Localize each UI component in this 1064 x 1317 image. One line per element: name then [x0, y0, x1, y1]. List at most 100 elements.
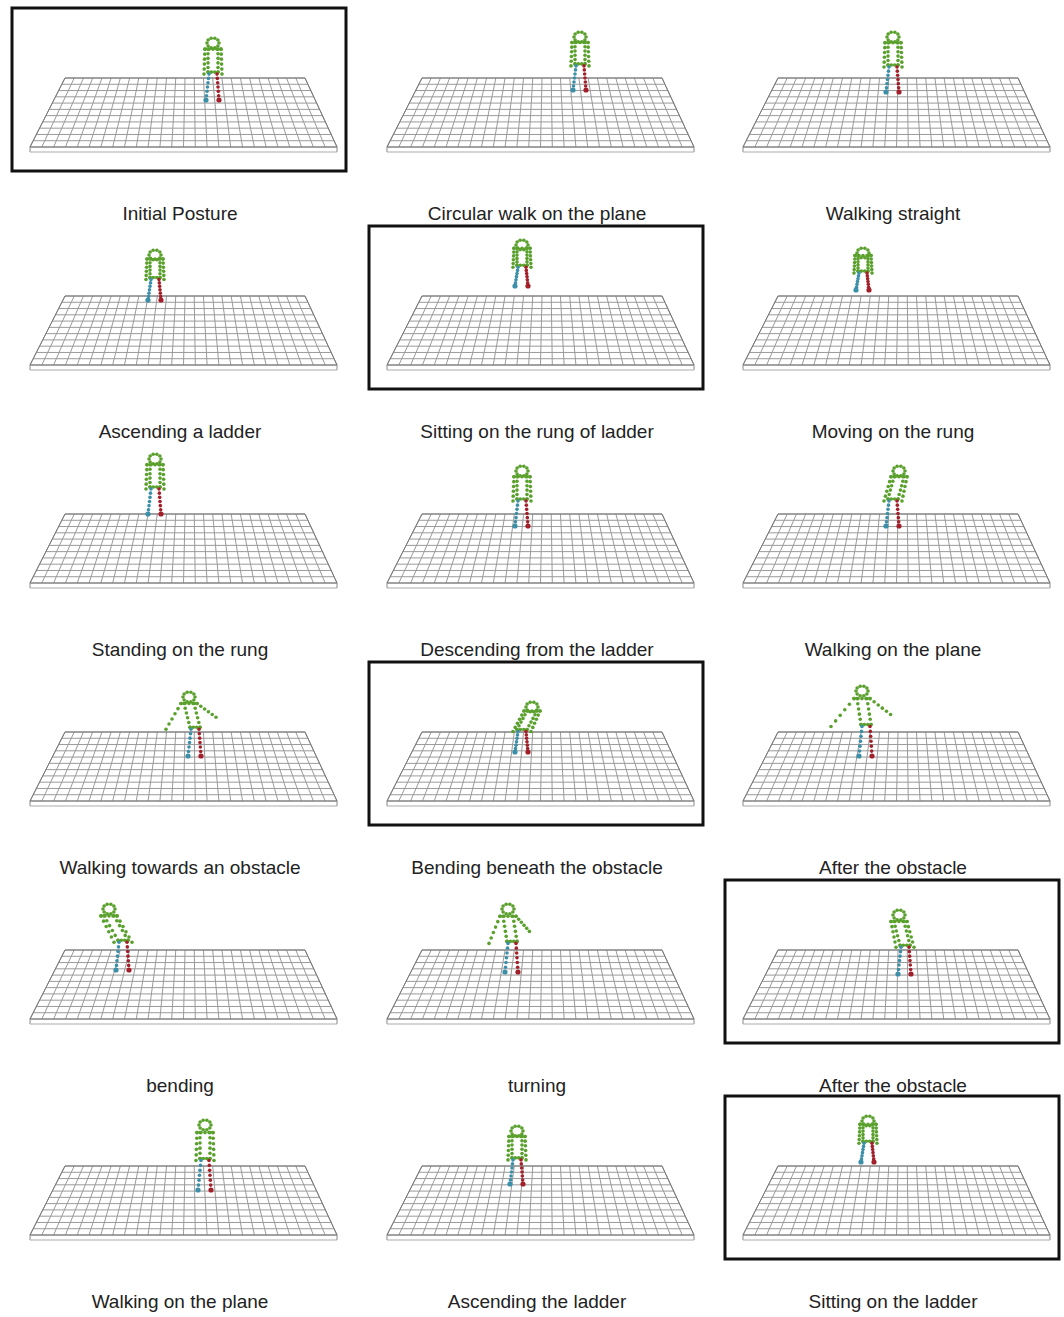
grid-line: [990, 1166, 1014, 1235]
grid-line: [570, 1166, 576, 1235]
joint-dot: [209, 1188, 213, 1192]
joint-dot: [117, 945, 121, 949]
grid-line: [551, 296, 552, 365]
joint-dot: [870, 1142, 874, 1146]
grid-line: [148, 78, 157, 147]
joint-dot: [517, 724, 521, 728]
joint-dot: [516, 965, 520, 969]
joint-dot: [858, 684, 862, 688]
grid-line: [907, 514, 908, 583]
grid-line: [570, 296, 576, 365]
grid-line: [935, 1166, 944, 1235]
grid-line: [916, 78, 920, 147]
grid-line: [194, 296, 195, 365]
joint-dot: [504, 961, 508, 965]
joint-dot: [862, 1145, 866, 1149]
joint-dot: [529, 485, 533, 489]
joint-dot: [885, 82, 889, 86]
joint-dot: [186, 754, 190, 758]
joint-dot: [527, 724, 531, 728]
grid-line: [778, 78, 805, 147]
joint-dot: [144, 274, 148, 278]
joint-dot: [513, 750, 517, 754]
grid-line: [981, 78, 1003, 147]
joint-dot: [573, 58, 577, 62]
grid-line: [277, 78, 301, 147]
joint-dot: [901, 475, 905, 479]
plane-outline: [387, 1166, 694, 1235]
joint-dot: [204, 98, 208, 102]
joint-dot: [897, 86, 901, 90]
joint-dot: [212, 1159, 216, 1163]
joint-dot: [504, 930, 508, 934]
plane-edge: [337, 147, 338, 152]
joint-dot: [895, 908, 899, 912]
foot-dot: [871, 1159, 876, 1164]
joint-dot: [534, 709, 538, 713]
joint-dot: [882, 65, 886, 69]
joint-dot: [207, 47, 211, 51]
grid-line: [124, 296, 138, 365]
joint-dot: [109, 902, 113, 906]
grid-line: [541, 732, 543, 801]
plane-outline: [743, 950, 1050, 1019]
joint-dot: [900, 51, 904, 55]
grid-line: [837, 950, 851, 1019]
joint-dot: [506, 1158, 510, 1162]
joint-dot: [909, 968, 913, 972]
joint-dot: [525, 512, 529, 516]
joint-dot: [912, 945, 916, 949]
joint-dot: [572, 84, 576, 88]
plane-edge: [387, 806, 694, 807]
joint-dot: [869, 735, 873, 739]
grid-line: [458, 78, 478, 147]
joint-dot: [149, 281, 153, 285]
joint-dot: [858, 718, 862, 722]
joint-dot: [514, 278, 518, 282]
joint-dot: [197, 727, 201, 731]
joint-dot: [188, 736, 192, 740]
skeleton-figure: [99, 902, 134, 972]
grid-line: [607, 78, 624, 147]
joint-dot: [871, 1145, 875, 1149]
grid-line: [616, 1166, 635, 1235]
joint-dot: [198, 1152, 202, 1156]
joint-dot: [908, 954, 912, 958]
grid-line: [259, 78, 278, 147]
joint-dot: [516, 475, 520, 479]
joint-dot: [580, 30, 584, 34]
joint-dot: [164, 727, 168, 731]
joint-dot: [869, 257, 873, 261]
joint-dot: [861, 1129, 865, 1133]
skeleton-figure: [511, 238, 533, 288]
joint-dot: [217, 94, 221, 98]
joint-dot: [524, 475, 528, 479]
joint-dot: [886, 54, 890, 58]
plane-outline: [30, 78, 337, 147]
joint-dot: [515, 493, 519, 497]
joint-dot: [911, 940, 915, 944]
joint-dot: [197, 1178, 201, 1182]
grid-line: [579, 514, 588, 583]
joint-dot: [886, 32, 890, 36]
plane-edge: [1050, 147, 1051, 152]
foot-dot: [895, 971, 900, 976]
plane-edge: [1050, 801, 1051, 806]
joint-dot: [167, 722, 171, 726]
grid-line: [529, 950, 533, 1019]
grid-line: [963, 1166, 980, 1235]
grid-line: [222, 732, 231, 801]
grid-line: [778, 950, 805, 1019]
grid-line: [588, 514, 599, 583]
plane-edge: [30, 1240, 337, 1241]
joint-dot: [207, 1159, 211, 1163]
grid-line: [77, 950, 102, 1019]
grid-line: [944, 1166, 955, 1235]
joint-dot: [208, 1169, 212, 1173]
joint-dot: [199, 1131, 203, 1135]
joint-dot: [203, 1131, 207, 1135]
joint-dot: [520, 921, 524, 925]
grid-line: [529, 732, 533, 801]
plane-edge: [743, 583, 744, 588]
joint-dot: [118, 924, 122, 928]
